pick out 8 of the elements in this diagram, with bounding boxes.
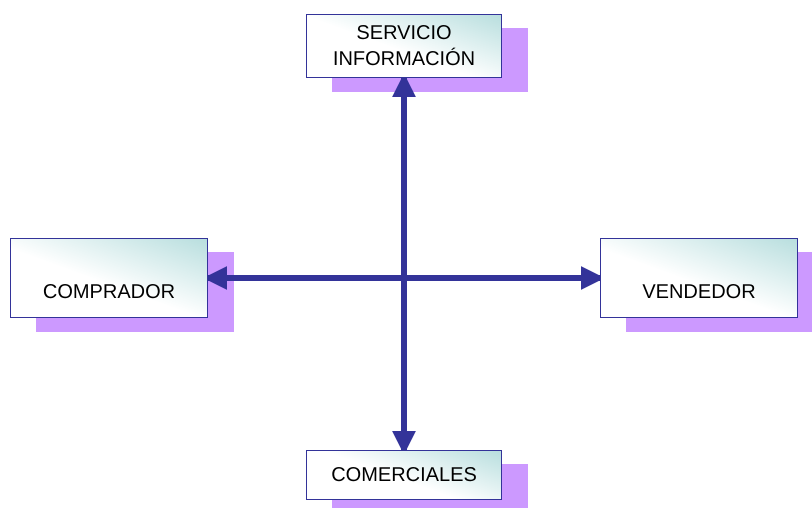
node-label: VENDEDOR (642, 280, 756, 305)
text-box (10, 238, 208, 318)
text-box (306, 450, 502, 500)
node-label: SERVICIO INFORMACIÓN (332, 21, 476, 72)
node-label: COMERCIALES (331, 463, 477, 488)
text-box (306, 14, 502, 78)
node-label: COMPRADOR (42, 280, 176, 305)
text-box (600, 238, 798, 318)
